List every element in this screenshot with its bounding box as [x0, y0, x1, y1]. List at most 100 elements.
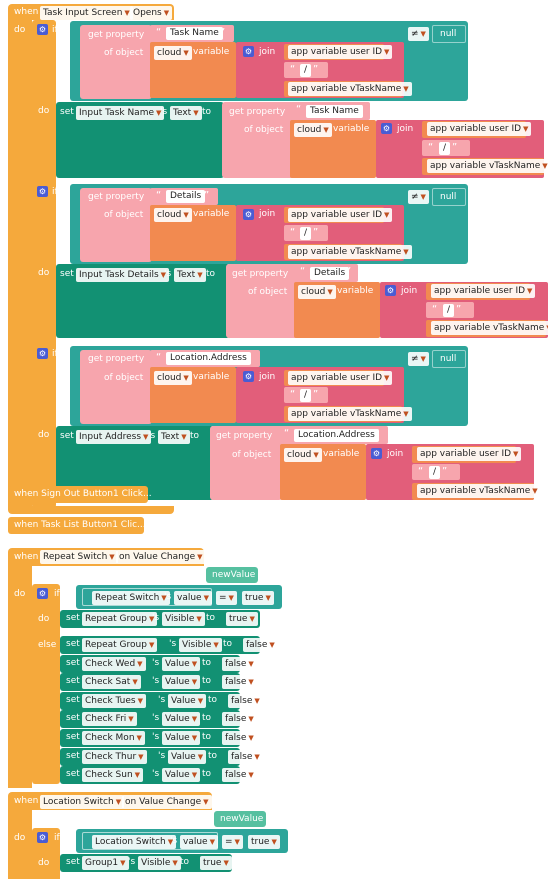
text-field[interactable]: / [300, 64, 312, 77]
component-dropdown[interactable]: Repeat Switch▼ [40, 550, 118, 564]
if-block-spine[interactable] [32, 584, 60, 784]
cloud-dropdown[interactable]: cloud▼ [294, 123, 332, 137]
component-dropdown[interactable]: Input Task Details▼ [76, 268, 170, 282]
component-dropdown[interactable]: Task Input Screen▼ [40, 6, 133, 20]
null-block[interactable] [432, 350, 466, 368]
compare-op-dropdown[interactable]: ≠▼ [408, 352, 429, 366]
property-dropdown[interactable]: value▼ [174, 591, 212, 605]
component-dropdown[interactable]: Check Tues▼ [82, 694, 146, 708]
text-field[interactable]: Task Name [306, 105, 363, 118]
component-dropdown[interactable]: Check Fri▼ [82, 712, 137, 726]
mutator-gear-icon[interactable]: ⚙ [37, 348, 48, 359]
component-dropdown[interactable]: Input Task Name▼ [76, 106, 165, 120]
text-field[interactable]: / [429, 466, 441, 479]
property-dropdown[interactable]: Value▼ [168, 750, 207, 764]
cloud-dropdown[interactable]: cloud▼ [284, 448, 322, 462]
property-dropdown[interactable]: Text▼ [158, 430, 190, 444]
boolean-dropdown[interactable]: false▼ [228, 694, 263, 708]
boolean-dropdown[interactable]: false▼ [222, 657, 257, 671]
component-dropdown[interactable]: Check Sat▼ [82, 675, 141, 689]
text-field[interactable]: Details [310, 267, 350, 280]
property-dropdown[interactable]: Text▼ [174, 268, 206, 282]
app-variable-dropdown[interactable]: app variable vTaskName▼ [427, 159, 548, 173]
null-block[interactable] [432, 188, 466, 206]
boolean-dropdown[interactable]: false▼ [222, 768, 257, 782]
app-variable-dropdown[interactable]: app variable user ID▼ [288, 371, 393, 385]
property-dropdown[interactable]: Value▼ [162, 657, 201, 671]
mutator-gear-icon[interactable]: ⚙ [243, 46, 254, 57]
collapsed-block-sign-out-button[interactable] [8, 486, 148, 503]
component-dropdown[interactable]: Location Switch▼ [92, 835, 177, 849]
app-variable-dropdown[interactable]: app variable user ID▼ [288, 208, 393, 222]
text-field[interactable]: Location.Address [166, 352, 251, 365]
get-property-block-2[interactable] [80, 188, 152, 262]
cloud-dropdown[interactable]: cloud▼ [154, 371, 192, 385]
app-variable-dropdown[interactable]: app variable user ID▼ [427, 122, 532, 136]
boolean-dropdown[interactable]: false▼ [228, 750, 263, 764]
event-dropdown[interactable]: on Value Change▼ [122, 795, 212, 809]
mutator-gear-icon[interactable]: ⚙ [37, 24, 48, 35]
mutator-gear-icon[interactable]: ⚙ [37, 186, 48, 197]
mutator-gear-icon[interactable]: ⚙ [385, 285, 396, 296]
get-property-block[interactable] [226, 264, 298, 338]
property-dropdown[interactable]: Value▼ [162, 731, 201, 745]
text-field[interactable]: / [300, 389, 312, 402]
collapsed-block-task-list-button[interactable] [8, 517, 144, 534]
component-dropdown[interactable]: Repeat Group▼ [82, 612, 158, 626]
mutator-gear-icon[interactable]: ⚙ [381, 123, 392, 134]
null-block[interactable] [432, 25, 466, 43]
boolean-dropdown[interactable]: true▼ [200, 856, 232, 870]
app-variable-dropdown[interactable]: app variable user ID▼ [417, 447, 522, 461]
app-variable-dropdown[interactable]: app variable vTaskName▼ [431, 321, 548, 335]
property-dropdown[interactable]: Visible▼ [138, 856, 181, 870]
app-variable-dropdown[interactable]: app variable vTaskName▼ [288, 82, 412, 96]
mutator-gear-icon[interactable]: ⚙ [371, 448, 382, 459]
app-variable-dropdown[interactable]: app variable vTaskName▼ [288, 245, 412, 259]
param-block[interactable] [206, 567, 258, 583]
true-dropdown[interactable]: true▼ [242, 591, 274, 605]
app-variable-dropdown[interactable]: app variable vTaskName▼ [417, 484, 541, 498]
app-variable-dropdown[interactable]: app variable user ID▼ [431, 284, 536, 298]
property-dropdown[interactable]: Visible▼ [179, 638, 222, 652]
mutator-gear-icon[interactable]: ⚙ [37, 832, 48, 843]
property-dropdown[interactable]: Value▼ [162, 675, 201, 689]
cloud-dropdown[interactable]: cloud▼ [154, 46, 192, 60]
get-property-block-1[interactable] [80, 25, 152, 99]
mutator-gear-icon[interactable]: ⚙ [37, 588, 48, 599]
text-field[interactable]: / [443, 304, 455, 317]
get-property-block[interactable] [210, 426, 282, 500]
boolean-dropdown[interactable]: true▼ [226, 612, 258, 626]
compare-op-dropdown[interactable]: ≠▼ [408, 27, 429, 41]
cloud-dropdown[interactable]: cloud▼ [298, 285, 336, 299]
true-dropdown[interactable]: true▼ [248, 835, 280, 849]
component-dropdown[interactable]: Check Wed▼ [82, 657, 146, 671]
boolean-dropdown[interactable]: false▼ [222, 675, 257, 689]
text-field[interactable]: Location.Address [294, 429, 379, 442]
component-dropdown[interactable]: Check Mon▼ [82, 731, 145, 745]
compare-op-dropdown[interactable]: ≠▼ [408, 190, 429, 204]
component-dropdown[interactable]: Check Sun▼ [82, 768, 144, 782]
text-field[interactable]: Details [166, 190, 206, 203]
component-dropdown[interactable]: Location Switch▼ [40, 795, 125, 809]
get-property-block[interactable] [222, 102, 294, 178]
get-property-block-3[interactable] [80, 350, 152, 424]
app-variable-dropdown[interactable]: app variable user ID▼ [288, 45, 393, 59]
param-block[interactable] [214, 811, 266, 827]
if-block-spine[interactable] [32, 20, 56, 508]
cloud-dropdown[interactable]: cloud▼ [154, 208, 192, 222]
property-dropdown[interactable]: Value▼ [168, 694, 207, 708]
compare-op-dropdown[interactable]: =▼ [222, 835, 243, 849]
component-dropdown[interactable]: Check Thur▼ [82, 750, 147, 764]
component-dropdown[interactable]: Group1▼ [82, 856, 129, 870]
property-dropdown[interactable]: Value▼ [162, 712, 201, 726]
boolean-dropdown[interactable]: false▼ [222, 712, 257, 726]
property-dropdown[interactable]: Visible▼ [162, 612, 205, 626]
property-dropdown[interactable]: Value▼ [162, 768, 201, 782]
boolean-dropdown[interactable]: false▼ [222, 731, 257, 745]
app-variable-dropdown[interactable]: app variable vTaskName▼ [288, 407, 412, 421]
text-field[interactable]: / [439, 142, 451, 155]
component-dropdown[interactable]: Repeat Switch▼ [92, 591, 170, 605]
text-field[interactable]: / [300, 227, 312, 240]
property-dropdown[interactable]: value▼ [180, 835, 218, 849]
component-dropdown[interactable]: Input Address▼ [76, 430, 152, 444]
